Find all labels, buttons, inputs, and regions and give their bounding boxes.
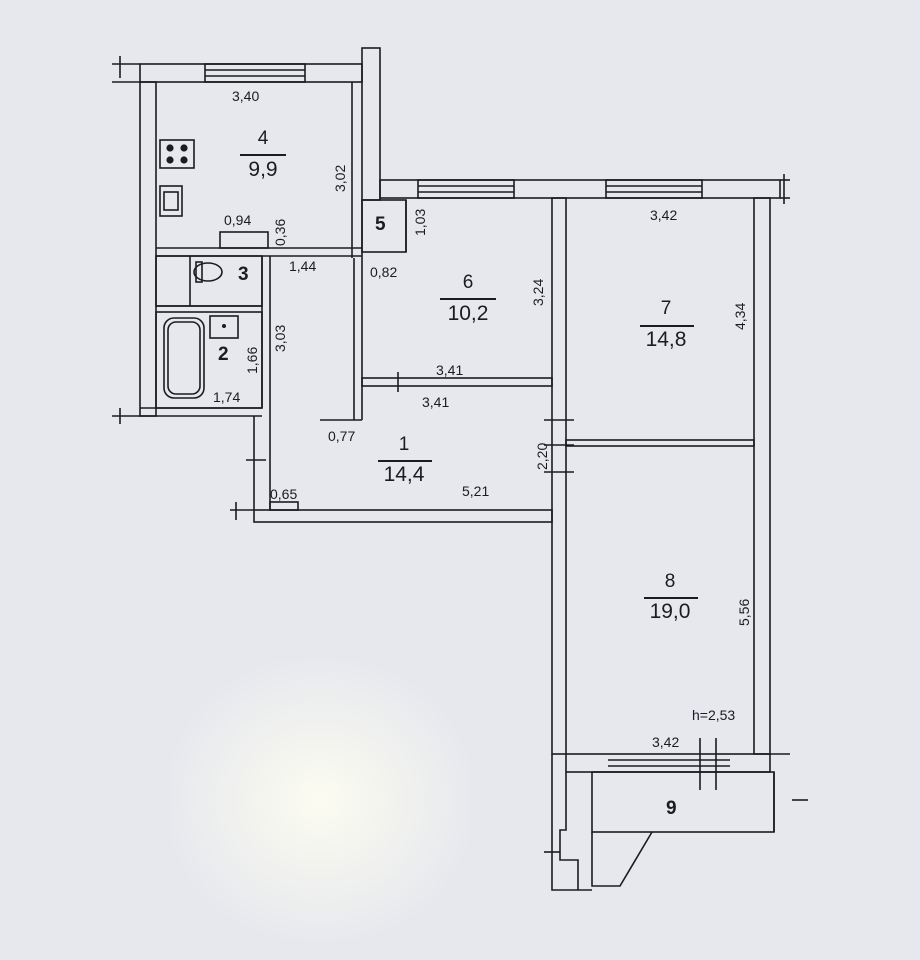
- balcony-9: [591, 771, 775, 833]
- top-wall-rooms-6-7: [379, 179, 781, 199]
- dim-hall-door: 2,20: [534, 442, 550, 470]
- kitchen-left-wall: [139, 81, 157, 417]
- dim-room6-width-bottom: 3,41: [422, 394, 450, 410]
- kitchen-right-pillar: [361, 47, 381, 201]
- dim-room7-width: 3,42: [650, 207, 678, 223]
- dim-kitchen-depth: 3,02: [332, 164, 348, 192]
- dim-niche-width: 0,94: [224, 212, 252, 228]
- dim-kitchen-width: 3,40: [232, 88, 260, 104]
- room-4-area: 9,9: [248, 158, 278, 181]
- room-7-area: 14,8: [645, 328, 687, 351]
- room-5-number: 5: [375, 214, 386, 235]
- dim-closet-width: 0,82: [370, 264, 398, 280]
- dim-closet-depth: 1,03: [412, 208, 428, 236]
- central-wall: [551, 197, 567, 755]
- sink: [159, 185, 183, 217]
- dim-room7-depth: 4,34: [732, 302, 748, 330]
- room-4-fraction-line: [240, 154, 286, 156]
- room-8-number: 8: [664, 571, 676, 592]
- room-2-number: 2: [218, 344, 229, 365]
- room-3-number: 3: [238, 264, 249, 285]
- dim-room6-width-top: 3,41: [436, 362, 464, 378]
- room-6-number: 6: [462, 272, 474, 293]
- room8-bottom-wall: [565, 753, 771, 773]
- room6-window: [417, 179, 515, 199]
- dim-niche-depth: 0,36: [272, 218, 288, 246]
- room7-window: [605, 179, 703, 199]
- toilet: [193, 262, 223, 282]
- dim-room8-depth: 5,56: [736, 598, 752, 626]
- dim-bath-width: 1,74: [213, 389, 241, 405]
- partition-6-1: [361, 377, 553, 387]
- room-8-area: 19,0: [649, 600, 691, 623]
- kitchen-top-wall: [139, 63, 363, 83]
- dim-room8-width: 3,42: [652, 734, 680, 750]
- dim-hall-jog: 0,77: [328, 428, 356, 444]
- ceiling-height: h=2,53: [692, 707, 736, 723]
- room-9-number: 9: [666, 798, 677, 819]
- dim-wc-width: 1,44: [289, 258, 317, 274]
- dim-bath-inner: 1,66: [244, 346, 260, 374]
- room-1-area: 14,4: [383, 463, 425, 486]
- stove: [159, 139, 195, 169]
- room-6-area: 10,2: [447, 302, 489, 325]
- kitchen-window: [204, 63, 306, 83]
- hall-bottom-wall: [253, 509, 553, 523]
- room-1-number: 1: [398, 434, 410, 455]
- dim-room6-depth: 3,24: [530, 278, 546, 306]
- room-1-fraction-line: [378, 460, 432, 462]
- right-wall: [753, 197, 771, 755]
- dim-hall-step: 0,65: [270, 486, 298, 502]
- partition-7-8: [565, 439, 755, 447]
- dim-hall-length: 5,21: [462, 483, 490, 499]
- bath-sink: [209, 315, 239, 339]
- room-7-fraction-line: [640, 325, 694, 327]
- room-6-fraction-line: [440, 298, 496, 300]
- room-4-number: 4: [257, 128, 269, 149]
- room-8-fraction-line: [644, 597, 698, 599]
- room-7-number: 7: [660, 298, 672, 319]
- dim-bath-depth: 3,03: [272, 324, 288, 352]
